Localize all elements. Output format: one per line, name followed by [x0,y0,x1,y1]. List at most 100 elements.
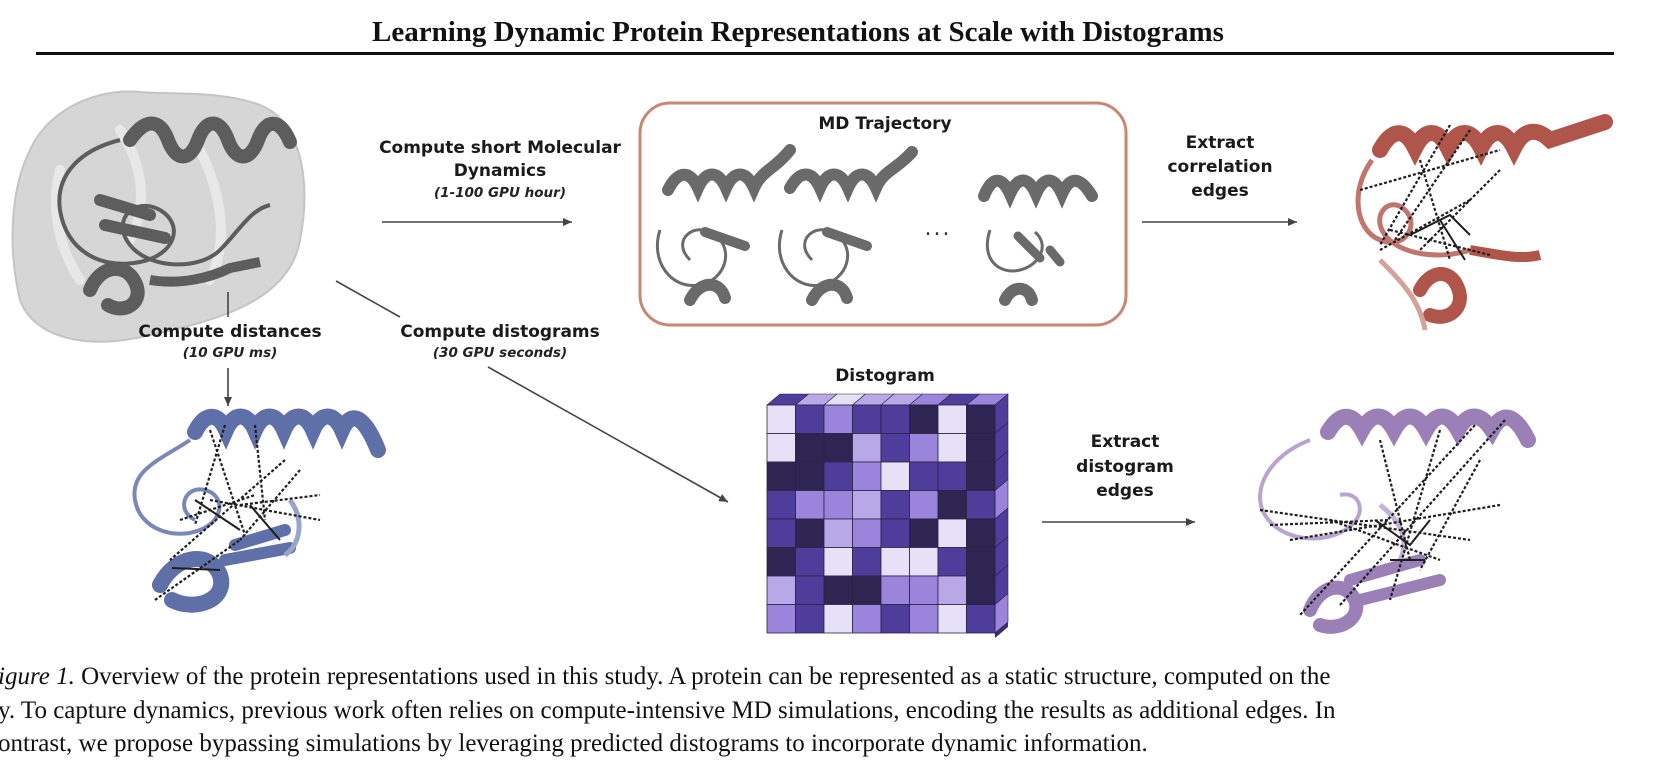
distogram-cell [795,518,825,548]
distogram-cell [937,404,967,434]
md-trajectory-title: MD Trajectory [818,114,952,134]
distogram-cell [880,404,910,434]
paper-title: Learning Dynamic Protein Representations… [372,16,1224,48]
distogram-edges-label-line3: edges [1096,481,1154,501]
distogram-cell [909,490,939,520]
distogram-cell [880,461,910,491]
distogram-cell [909,518,939,548]
distogram-cell [966,518,996,548]
distogram-cell [766,575,796,605]
distogram-cell [880,490,910,520]
distogram-cell [852,404,882,434]
distogram-cell [966,604,996,634]
distogram-cell [937,490,967,520]
distogram-cell [823,433,853,463]
compute-distograms-label: Compute distograms [400,322,600,342]
distogram-cell [852,604,882,634]
md-trajectory-box [638,101,1128,327]
distogram-cell [766,433,796,463]
distogram-cell [909,404,939,434]
correlation-edges-protein [1355,114,1613,331]
distogram-grid [766,404,996,634]
distogram-cell [795,490,825,520]
distogram-cell [937,604,967,634]
distogram-cell [823,490,853,520]
distogram-cell [966,490,996,520]
distogram-edges-label-line1: Extract [1090,432,1160,452]
distogram-cell [795,575,825,605]
distogram-cell [823,604,853,634]
distogram-title: Distogram [835,366,935,386]
distogram-cube [766,393,1009,638]
distogram-cell [766,461,796,491]
caption-line-3: ontrast, we propose bypassing simulation… [0,730,1148,757]
distogram-cube-side [994,393,1009,634]
distogram-cell [880,547,910,577]
figure-illustration [11,90,1613,638]
distogram-cell [880,518,910,548]
distogram-cell [909,604,939,634]
distogram-cell [823,461,853,491]
distogram-cell [909,461,939,491]
distogram-cell [880,433,910,463]
distogram-edges-label-line2: distogram [1076,457,1174,477]
md-compute-label-line1: Compute short Molecular [379,138,621,158]
correlation-edges-label-line3: edges [1191,181,1249,201]
distogram-cell [766,604,796,634]
compute-distances-label: Compute distances [138,322,322,342]
distogram-cell [852,575,882,605]
distogram-cell [937,518,967,548]
md-frame-2 [777,146,918,306]
compute-distances-cost: (10 GPU ms) [182,345,278,361]
caption-figure-label: igure 1. [0,663,75,690]
distogram-cell [852,547,882,577]
distogram-cell [966,461,996,491]
caption-line-1: igure 1. Overview of the protein represe… [0,660,1331,694]
md-compute-cost: (1-100 GPU hour) [433,185,566,201]
distogram-cell [909,575,939,605]
distogram-cell [795,433,825,463]
figure-caption: igure 1. Overview of the protein represe… [0,652,1672,762]
distogram-edges-protein [1258,408,1536,634]
md-frame-3 [978,174,1098,306]
distogram-cell [852,490,882,520]
distogram-cell [795,547,825,577]
distogram-cell [880,575,910,605]
distogram-cell [880,604,910,634]
distogram-cell [823,404,853,434]
distogram-cell [795,461,825,491]
distogram-cell [766,518,796,548]
distogram-cell [823,547,853,577]
correlation-edges-label-line2: correlation [1167,157,1273,177]
distogram-cell [852,461,882,491]
static-protein-structure [11,90,306,343]
md-frame-1 [655,144,796,306]
distogram-cell [966,404,996,434]
distogram-cell [966,547,996,577]
flow-arrows [224,218,1297,526]
distance-edges-protein [132,408,386,613]
correlation-edges-label-line1: Extract [1185,133,1255,153]
trajectory-ellipsis: ... [924,216,952,241]
caption-line-2: y. To capture dynamics, previous work of… [0,697,1336,724]
distogram-cell [852,518,882,548]
distogram-cell [909,433,939,463]
distogram-cell [795,604,825,634]
distogram-cell [937,575,967,605]
distogram-cell [966,575,996,605]
distogram-cell [766,490,796,520]
compute-distograms-cost: (30 GPU seconds) [432,345,568,361]
distogram-cell [823,518,853,548]
md-compute-label-line2: Dynamics [453,161,547,181]
distogram-cell [823,575,853,605]
title-rule [36,52,1614,55]
distogram-cell [852,433,882,463]
caption-line-1-text: Overview of the protein representations … [74,663,1331,690]
distogram-cell [937,433,967,463]
distogram-cell [966,433,996,463]
distogram-cell [795,404,825,434]
distogram-cell [766,404,796,434]
distogram-cell [909,547,939,577]
distogram-cell [937,461,967,491]
distogram-cell [766,547,796,577]
